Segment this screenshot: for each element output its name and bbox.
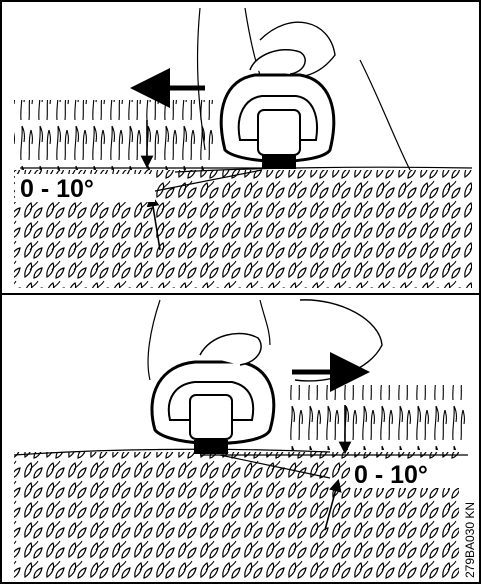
uncut-grass-bottom (285, 385, 470, 450)
uncut-grass-top (14, 100, 214, 170)
angle-label-bottom: 0 - 10° (354, 461, 428, 489)
figure-code: 279BA030 KN (463, 502, 477, 578)
angle-label-top: 0 - 10° (20, 175, 94, 203)
